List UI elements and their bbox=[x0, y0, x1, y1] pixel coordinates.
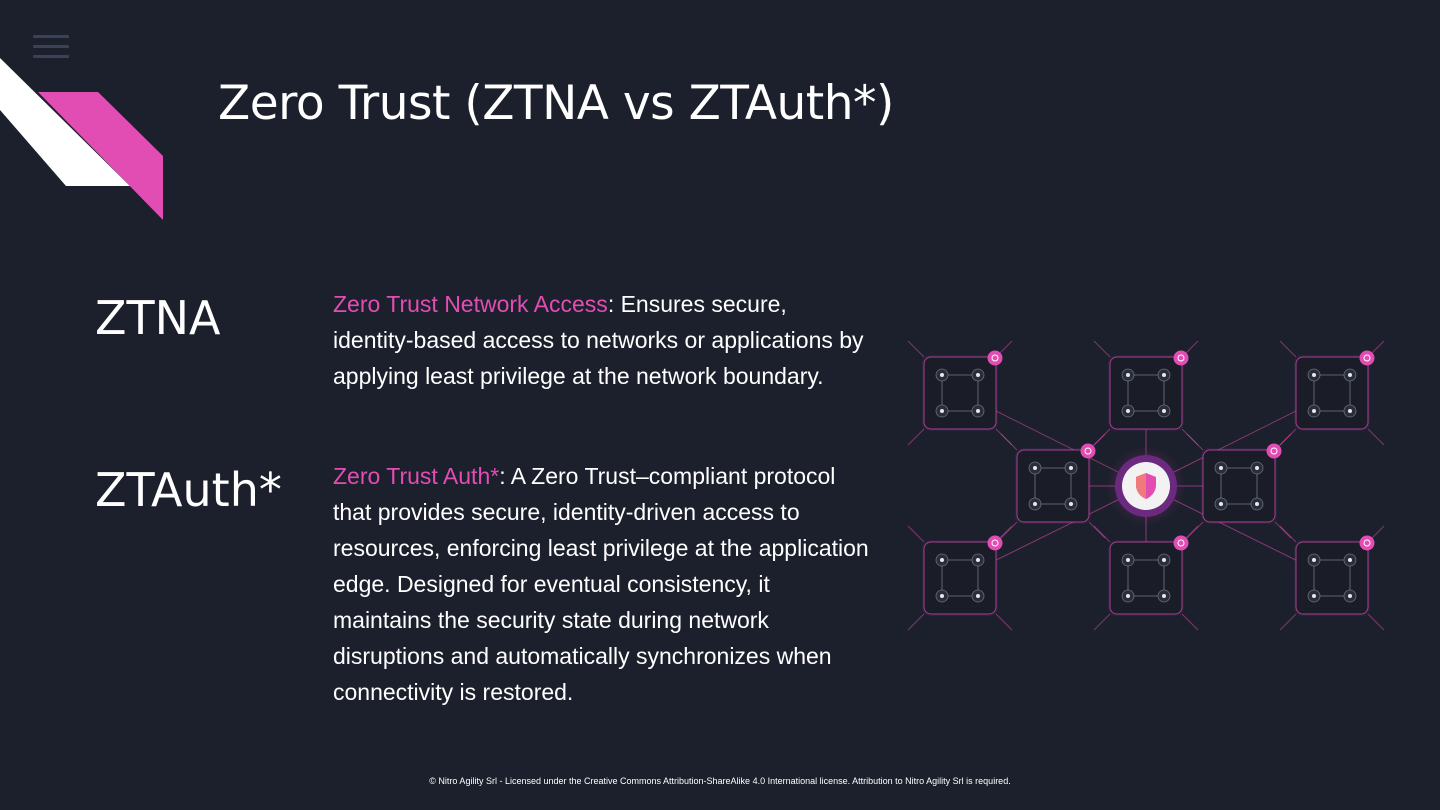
network-node bbox=[1279, 340, 1385, 446]
network-node bbox=[1000, 433, 1106, 539]
network-node bbox=[907, 340, 1013, 446]
footer-license: © Nitro Agility Srl - Licensed under the… bbox=[429, 776, 1011, 786]
slide-title: Zero Trust (ZTNA vs ZTAuth*) bbox=[218, 76, 894, 131]
ztna-description-text: : Ensures secure, identity-based access … bbox=[333, 291, 864, 389]
network-node bbox=[1093, 525, 1199, 631]
ztauth-description-text: : A Zero Trust–compliant protocol that p… bbox=[333, 463, 869, 705]
hamburger-menu-icon[interactable] bbox=[33, 33, 69, 59]
ztna-highlight: Zero Trust Network Access bbox=[333, 291, 608, 317]
node-grid bbox=[907, 340, 1385, 631]
network-node bbox=[1279, 525, 1385, 631]
network-node bbox=[1186, 433, 1292, 539]
shield-icon bbox=[1106, 446, 1186, 526]
term-ztauth: ZTAuth* bbox=[95, 463, 282, 517]
nitro-agility-corner-logo bbox=[0, 58, 163, 220]
ztauth-highlight: Zero Trust Auth* bbox=[333, 463, 500, 489]
zero-trust-network-illustration bbox=[907, 340, 1385, 631]
network-node bbox=[907, 525, 1013, 631]
term-ztna: ZTNA bbox=[95, 291, 221, 345]
ztauth-description: Zero Trust Auth*: A Zero Trust–compliant… bbox=[333, 458, 873, 710]
ztna-description: Zero Trust Network Access: Ensures secur… bbox=[333, 286, 873, 394]
network-node bbox=[1093, 340, 1199, 446]
